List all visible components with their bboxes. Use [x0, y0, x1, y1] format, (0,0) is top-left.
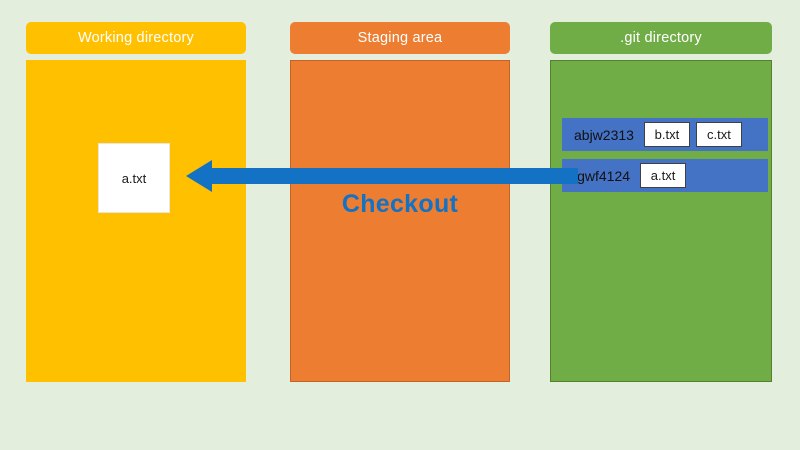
commit-file-chip: b.txt	[643, 122, 690, 147]
checkout-label: Checkout	[341, 190, 459, 218]
panel-staging-area	[290, 60, 510, 382]
checkout-arrow-icon	[186, 158, 578, 194]
commit-hash: abjw2313	[574, 126, 634, 143]
commit-row: abjw2313 b.txt c.txt	[562, 118, 768, 151]
column-header-staging-area: Staging area	[290, 22, 510, 54]
panel-git-directory	[550, 60, 772, 382]
column-header-working-directory: Working directory	[26, 22, 246, 54]
column-header-git-directory: .git directory	[550, 22, 772, 54]
commit-hash: jgwf4124	[574, 167, 631, 184]
commit-file-chip: a.txt	[640, 163, 687, 188]
commit-row: jgwf4124 a.txt	[562, 159, 768, 192]
working-directory-file-card: a.txt	[98, 143, 170, 213]
commit-file-chip: c.txt	[695, 122, 742, 147]
panel-working-directory	[26, 60, 246, 382]
